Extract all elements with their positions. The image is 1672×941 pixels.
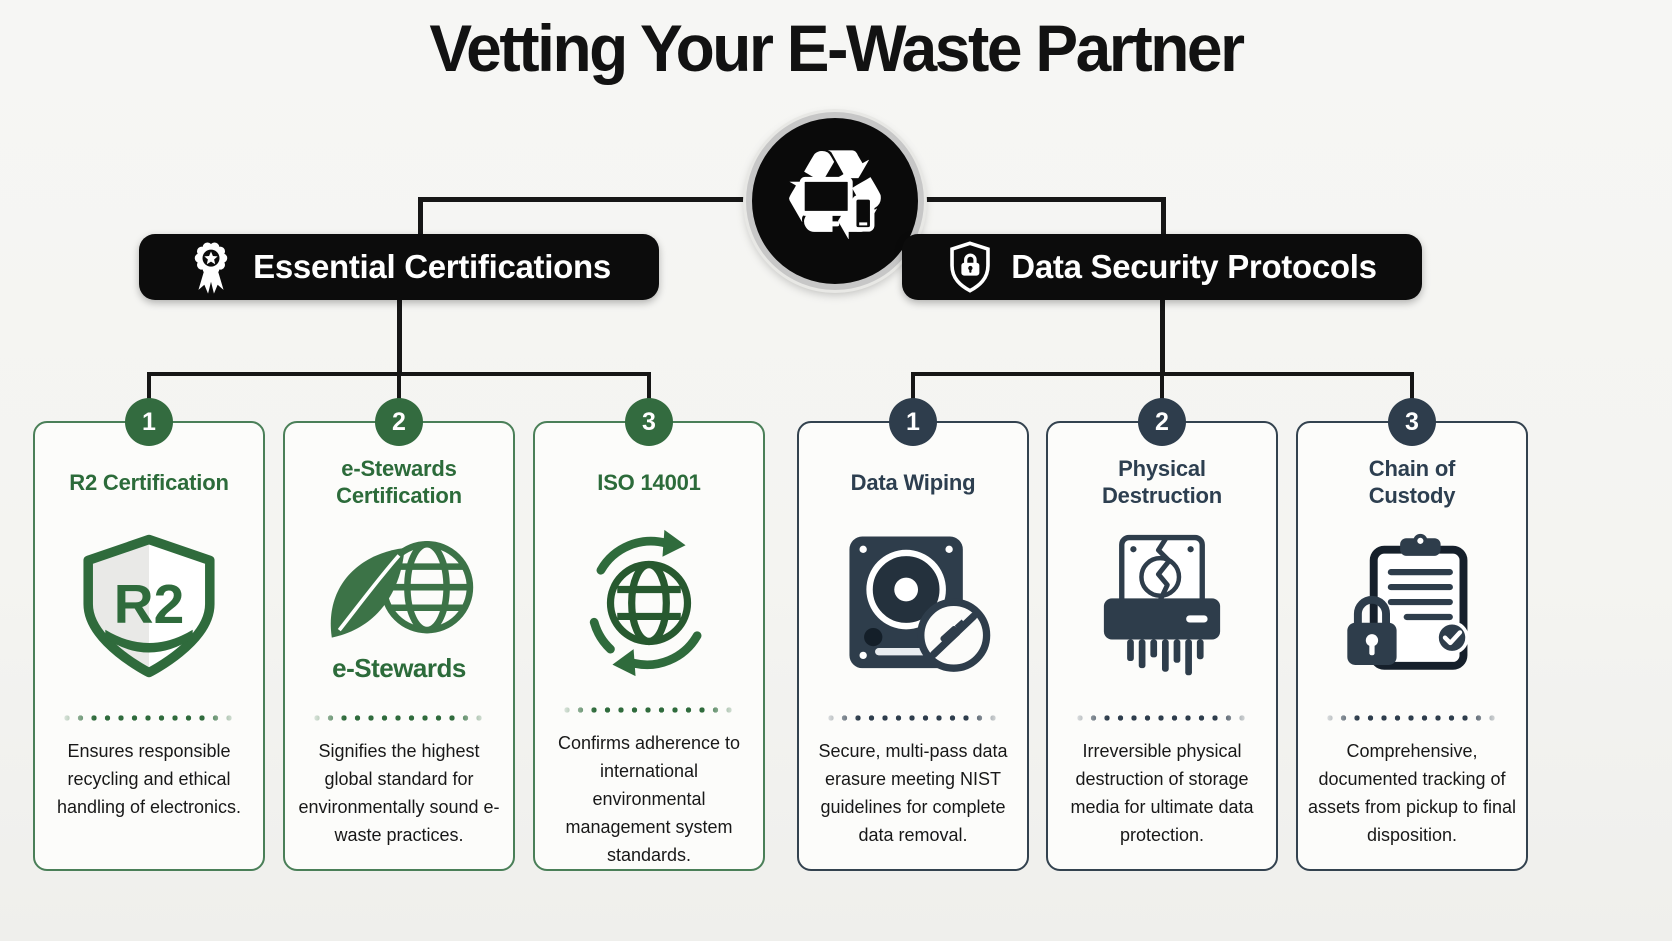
e-waste-recycle-icon: ♻	[746, 112, 924, 290]
card-description: Comprehensive, documented tracking of as…	[1307, 741, 1517, 845]
card-e-stewards: 2 e-Stewards Certification e-Stewards	[283, 398, 515, 871]
card-description: Signifies the highest global standard fo…	[298, 741, 500, 845]
leaf-globe-icon: e-Stewards	[315, 513, 483, 699]
card-physical-destruction: 2 Physical Destruction	[1046, 398, 1278, 871]
card-title: ISO 14001	[597, 469, 701, 495]
step-number-badge: 2	[1138, 398, 1186, 446]
connector-hub-left	[418, 197, 752, 202]
award-ribbon-icon	[194, 242, 228, 294]
connector-drop-right-bar	[1161, 197, 1166, 239]
dotted-divider	[564, 707, 734, 713]
card-r2-certification: 1 R2 Certification R2 Ensures responsibl…	[33, 398, 265, 871]
card-description: Ensures responsible recycling and ethica…	[56, 741, 242, 817]
monitor-phone-icon	[799, 176, 875, 232]
stub-card-5	[1160, 372, 1164, 400]
branch-label-data-security: Data Security Protocols	[1011, 248, 1377, 285]
card-title: Physical Destruction	[1101, 456, 1223, 508]
branch-label-certifications: Essential Certifications	[253, 248, 611, 285]
card-title: e-Stewards Certification	[336, 456, 462, 508]
step-number-badge: 2	[375, 398, 423, 446]
branch-header-certifications: Essential Certifications	[139, 234, 659, 300]
card-title: R2 Certification	[69, 469, 229, 495]
card-description: Secure, multi-pass data erasure meeting …	[818, 741, 1008, 845]
card-title: Data Wiping	[850, 469, 976, 495]
card-iso-14001: 3 ISO 14001 Confirms adherence t	[533, 398, 765, 871]
card-title: Chain of Custody	[1368, 456, 1456, 508]
stub-card-6	[1410, 372, 1414, 400]
step-number-badge: 3	[1388, 398, 1436, 446]
globe-recycle-arrows-icon	[572, 513, 726, 691]
shredder-icon	[1086, 513, 1238, 699]
r2-shield-icon: R2	[73, 513, 225, 699]
stub-card-2	[397, 372, 401, 400]
connector-hub-right	[916, 197, 1166, 202]
card-data-wiping: 1 Data Wiping Secure, multi-pas	[797, 398, 1029, 871]
card-description: Confirms adherence to international envi…	[557, 733, 741, 865]
step-number-badge: 1	[889, 398, 937, 446]
card-description: Irreversible physical destruction of sto…	[1070, 741, 1254, 845]
svg-text:R2: R2	[114, 573, 184, 635]
dotted-divider	[828, 715, 998, 721]
card-chain-of-custody: 3 Chain of Custody C	[1296, 398, 1528, 871]
stub-card-1	[147, 372, 151, 400]
stub-card-3	[647, 372, 651, 400]
e-stewards-wordmark: e-Stewards	[332, 652, 466, 683]
dotted-divider	[1077, 715, 1247, 721]
dotted-divider	[314, 715, 484, 721]
hard-drive-wipe-icon	[833, 513, 993, 699]
dotted-divider	[64, 715, 234, 721]
branch-header-data-security: Data Security Protocols	[902, 234, 1422, 300]
stub-card-4	[911, 372, 915, 400]
shield-lock-icon	[950, 241, 991, 293]
page-title: Vetting Your E-Waste Partner	[429, 11, 1245, 85]
connector-leftbar-down	[397, 298, 402, 376]
dotted-divider	[1327, 715, 1497, 721]
connector-drop-left-bar	[418, 197, 423, 239]
step-number-badge: 3	[625, 398, 673, 446]
connector-rightbar-down	[1160, 298, 1165, 376]
step-number-badge: 1	[125, 398, 173, 446]
clipboard-lock-icon	[1335, 513, 1489, 699]
